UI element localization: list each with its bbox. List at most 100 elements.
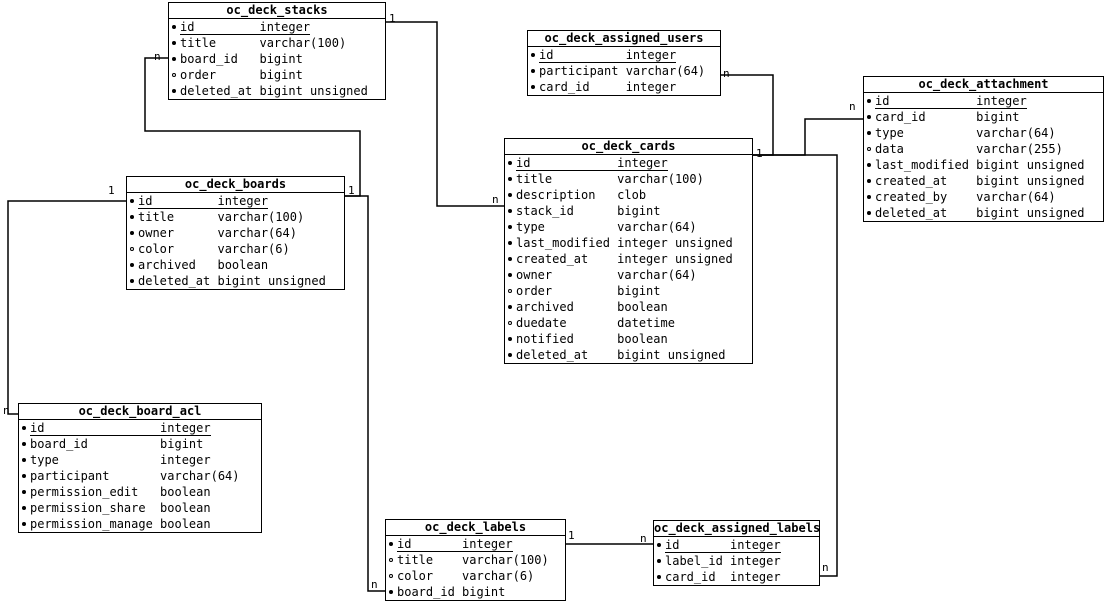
field-name: participant: [30, 469, 110, 483]
field-type: varchar(100): [617, 172, 704, 186]
field-type: boolean: [160, 485, 211, 499]
field-type: varchar(64): [617, 220, 697, 234]
required-bullet-icon: [22, 458, 26, 462]
field-type: integer unsigned: [617, 252, 733, 266]
field-name: created_at: [875, 174, 948, 188]
required-bullet-icon: [389, 590, 393, 594]
bullet-cell: [657, 543, 665, 547]
field-type: varchar(64): [617, 268, 697, 282]
field-name: created_by: [875, 190, 948, 204]
bullet-cell: [508, 209, 516, 213]
required-bullet-icon: [657, 575, 661, 579]
field-type: integer: [730, 537, 781, 553]
required-bullet-icon: [172, 89, 176, 93]
field-name: deleted_at: [875, 206, 948, 220]
field-name: type: [516, 220, 545, 234]
field-type: varchar(255): [976, 142, 1063, 156]
field-name: title: [516, 172, 553, 186]
field-type: bigint unsigned: [976, 158, 1085, 172]
nullable-circle-icon: [508, 321, 512, 325]
field-row-deleted_at: deleted_at bigint unsigned: [864, 205, 1103, 221]
required-bullet-icon: [867, 115, 871, 119]
field-type: bigint unsigned: [976, 206, 1085, 220]
field-type: boolean: [617, 332, 668, 346]
field-type: bigint: [259, 52, 303, 66]
cardinality-label: n: [3, 404, 10, 417]
required-bullet-icon: [130, 231, 134, 235]
bullet-cell: [508, 177, 516, 181]
bullet-cell: [389, 590, 397, 594]
cardinality-label: n: [640, 532, 647, 545]
field-row-data: data varchar(255): [864, 141, 1103, 157]
relationship-oc_deck_cards--oc_deck_assigned_labels: [753, 154, 838, 577]
field-name: type: [875, 126, 904, 140]
bullet-cell: [172, 57, 180, 61]
field-name: board_id: [30, 437, 88, 451]
bullet-cell: [130, 279, 138, 283]
bullet-cell: [22, 522, 30, 526]
field-row-title: title varchar(100): [505, 171, 752, 187]
bullet-cell: [531, 85, 539, 89]
field-name: owner: [516, 268, 553, 282]
field-type: bigint: [617, 204, 661, 218]
bullet-cell: [867, 163, 875, 167]
required-bullet-icon: [508, 257, 512, 261]
field-name: deleted_at: [516, 348, 589, 362]
cardinality-label: n: [849, 100, 856, 113]
field-name: id: [539, 48, 626, 63]
bullet-cell: [130, 215, 138, 219]
required-bullet-icon: [508, 273, 512, 277]
field-type: integer: [625, 47, 677, 63]
bullet-cell: [508, 305, 516, 309]
field-type: varchar(100): [259, 36, 347, 50]
bullet-cell: [867, 115, 875, 119]
field-row-type: type varchar(64): [864, 125, 1103, 141]
field-name: last_modified: [875, 158, 969, 172]
field-type: integer: [462, 536, 513, 552]
cardinality-label: 1: [389, 12, 396, 25]
field-type: datetime: [617, 316, 675, 330]
required-bullet-icon: [172, 57, 176, 61]
field-type: bigint unsigned: [617, 348, 726, 362]
field-type: bigint: [259, 68, 303, 82]
bullet-cell: [22, 426, 30, 430]
bullet-cell: [130, 231, 138, 235]
bullet-cell: [531, 53, 539, 57]
field-type: bigint: [976, 110, 1020, 124]
bullet-cell: [867, 99, 875, 103]
field-name: archived: [138, 258, 196, 272]
nullable-circle-icon: [508, 289, 512, 293]
required-bullet-icon: [22, 426, 26, 430]
required-bullet-icon: [22, 506, 26, 510]
field-name: data: [875, 142, 904, 156]
field-type: varchar(64): [976, 126, 1056, 140]
entity-title: oc_deck_stacks: [169, 3, 385, 19]
field-type: varchar(64): [217, 226, 297, 240]
required-bullet-icon: [657, 543, 661, 547]
bullet-cell: [389, 542, 397, 546]
field-type: integer: [625, 80, 677, 94]
field-type: integer: [160, 453, 211, 467]
field-type: integer: [617, 155, 668, 171]
bullet-cell: [130, 263, 138, 267]
entity-title: oc_deck_boards: [127, 177, 344, 193]
